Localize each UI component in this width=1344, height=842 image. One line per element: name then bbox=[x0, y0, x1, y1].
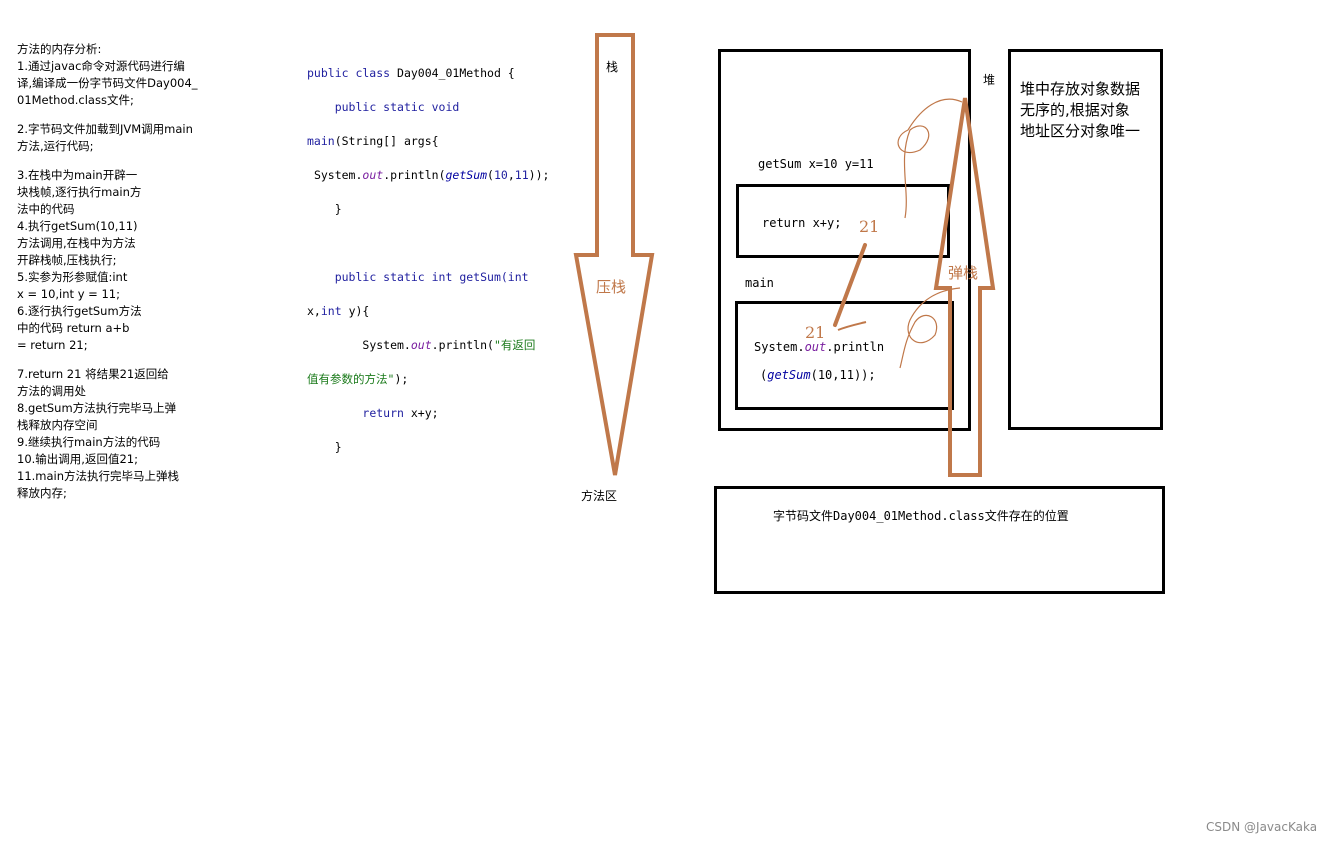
code-line-8: System.out.println("有返回 bbox=[362, 338, 536, 352]
note-line: 方法,运行代码; bbox=[17, 139, 94, 153]
note-line: 方法调用,在栈中为方法 bbox=[17, 236, 136, 250]
note-line: 10.输出调用,返回值21; bbox=[17, 452, 138, 466]
code-line-3: main(String[] args{ bbox=[307, 134, 439, 148]
main-frame-code-line2: (getSum(10,11)); bbox=[760, 368, 876, 382]
scribble-icon bbox=[897, 98, 963, 369]
note-line: 11.main方法执行完毕马上弹栈 bbox=[17, 469, 180, 483]
note-line: 3.在栈中为main开辟一 bbox=[17, 168, 138, 182]
note-line: 01Method.class文件; bbox=[17, 93, 134, 107]
code-line-2: public static void bbox=[334, 100, 460, 114]
code-line-5: } bbox=[334, 202, 342, 216]
code-line-1: public class Day004_01Method { bbox=[307, 66, 515, 80]
code-line-7: x,int y){ bbox=[307, 304, 370, 318]
pop-label: 弹栈 bbox=[948, 264, 979, 282]
code-line-blank bbox=[307, 235, 549, 252]
code-line-11: } bbox=[334, 440, 342, 454]
note-line: 8.getSum方法执行完毕马上弹 bbox=[17, 401, 177, 415]
code-line-6: public static int getSum(int bbox=[334, 270, 529, 284]
note-line: 开辟栈帧,压栈执行; bbox=[17, 253, 117, 267]
note-line: 方法的内存分析: bbox=[17, 42, 102, 56]
return-value-upper: 21 bbox=[859, 217, 880, 236]
pop-arrow-icon bbox=[933, 97, 996, 477]
getsum-frame-header: getSum x=10 y=11 bbox=[758, 157, 874, 171]
note-line: 6.逐行执行getSum方法 bbox=[17, 304, 142, 318]
heap-box bbox=[1008, 49, 1163, 430]
method-area-text: 字节码文件Day004_01Method.class文件存在的位置 bbox=[773, 509, 1069, 523]
note-line: 栈释放内存空间 bbox=[17, 418, 98, 432]
code-line-4: System.out.println(getSum(10,11)); bbox=[313, 168, 550, 182]
note-line: 译,编译成一份字节码文件Day004_ bbox=[17, 76, 198, 90]
note-line bbox=[17, 109, 198, 121]
code-line-10: return x+y; bbox=[362, 406, 439, 420]
return-value-stroke bbox=[833, 243, 867, 331]
note-line: 7.return 21 将结果21返回给 bbox=[17, 367, 169, 381]
code-block: public class Day004_01Method { public st… bbox=[307, 48, 549, 473]
watermark: CSDN @JavacKaka bbox=[1206, 820, 1318, 834]
heap-label: 堆 bbox=[983, 73, 996, 87]
stack-label: 栈 bbox=[606, 60, 619, 74]
heap-description: 堆中存放对象数据 无序的,根据对象 地址区分对象唯一 bbox=[1020, 80, 1141, 140]
getsum-frame bbox=[736, 184, 950, 258]
note-line: 1.通过javac命令对源代码进行编 bbox=[17, 59, 185, 73]
note-line bbox=[17, 354, 198, 366]
push-arrow-icon bbox=[573, 33, 655, 476]
note-line: 2.字节码文件加载到JVM调用main bbox=[17, 122, 193, 136]
note-line: 块栈帧,逐行执行main方 bbox=[17, 185, 142, 199]
main-frame-header: main bbox=[745, 276, 774, 290]
note-line: 4.执行getSum(10,11) bbox=[17, 219, 138, 233]
note-line: 9.继续执行main方法的代码 bbox=[17, 435, 161, 449]
stack-frame-container bbox=[718, 49, 971, 431]
push-label: 压栈 bbox=[596, 278, 627, 296]
note-line: 法中的代码 bbox=[17, 202, 75, 216]
note-line bbox=[17, 155, 198, 167]
note-line: 释放内存; bbox=[17, 486, 67, 500]
note-line: 方法的调用处 bbox=[17, 384, 86, 398]
note-line: 中的代码 return a+b bbox=[17, 321, 130, 335]
getsum-frame-code: return x+y; bbox=[762, 216, 842, 230]
code-line-9: 值有参数的方法"); bbox=[307, 372, 409, 386]
return-value-lower: 21 bbox=[805, 323, 826, 342]
analysis-notes: 方法的内存分析: 1.通过javac命令对源代码进行编译,编译成一份字节码文件Da… bbox=[17, 41, 198, 502]
note-line: 5.实参为形参赋值:int bbox=[17, 270, 128, 284]
main-frame-code-line1: System.out.println bbox=[754, 340, 885, 354]
note-line: x = 10,int y = 11; bbox=[17, 287, 120, 301]
method-area-label: 方法区 bbox=[581, 489, 618, 503]
method-area-box bbox=[714, 486, 1165, 594]
note-line: = return 21; bbox=[17, 338, 88, 352]
